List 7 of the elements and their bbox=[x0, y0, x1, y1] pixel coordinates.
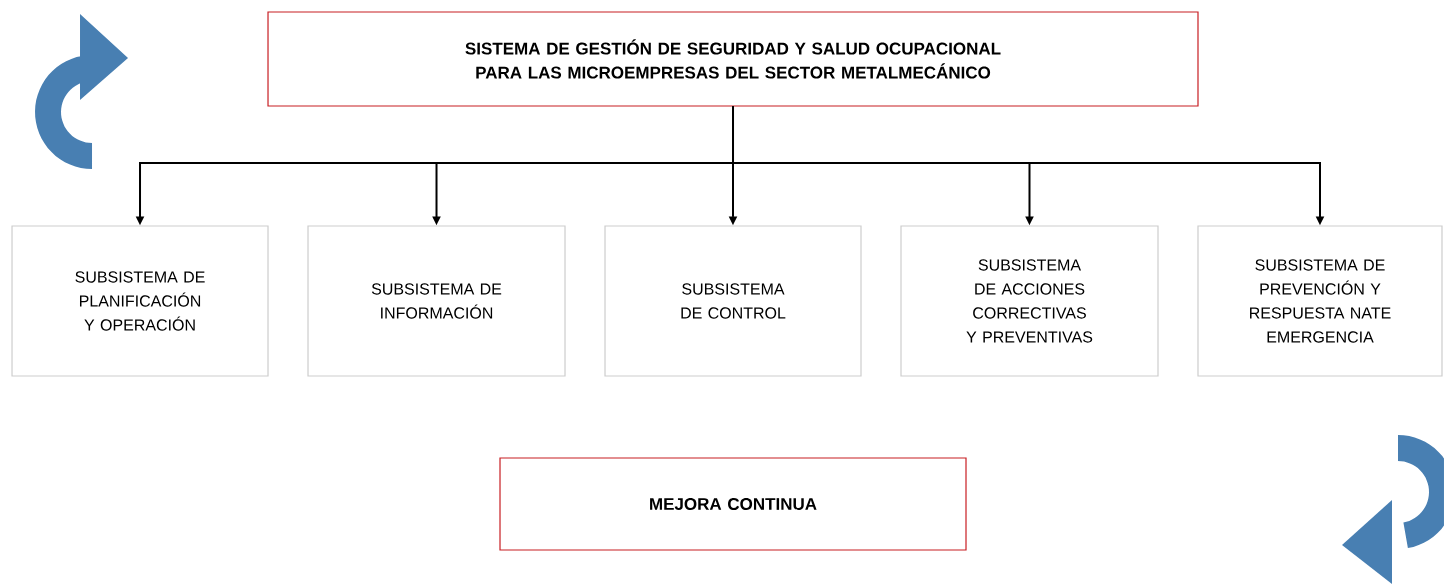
title-box: MEJORA CONTINUA bbox=[499, 457, 967, 551]
subsystem-box: SUBSISTEMA DE ACCIONES CORRECTIVAS Y PREVENTIVAS bbox=[900, 225, 1159, 377]
subsystem-box: SUBSISTEMA DE PLANIFICACIÓN Y OPERACIÓN bbox=[11, 225, 269, 377]
subsystem-box: SUBSISTEMA DE INFORMACIÓN bbox=[307, 225, 566, 377]
subsystem-box: SUBSISTEMA DE CONTROL bbox=[604, 225, 862, 377]
title-box: SISTEMA DE GESTIÓN DE SEGURIDAD Y SALUD OCUPACIONAL PARA LAS MICROEMPRESAS DEL SECTOR METALMECÁNICO bbox=[267, 11, 1199, 107]
subsystem-box: SUBSISTEMA DE PREVENCIÓN Y RESPUESTA NATE EMERGENCIA bbox=[1197, 225, 1443, 377]
